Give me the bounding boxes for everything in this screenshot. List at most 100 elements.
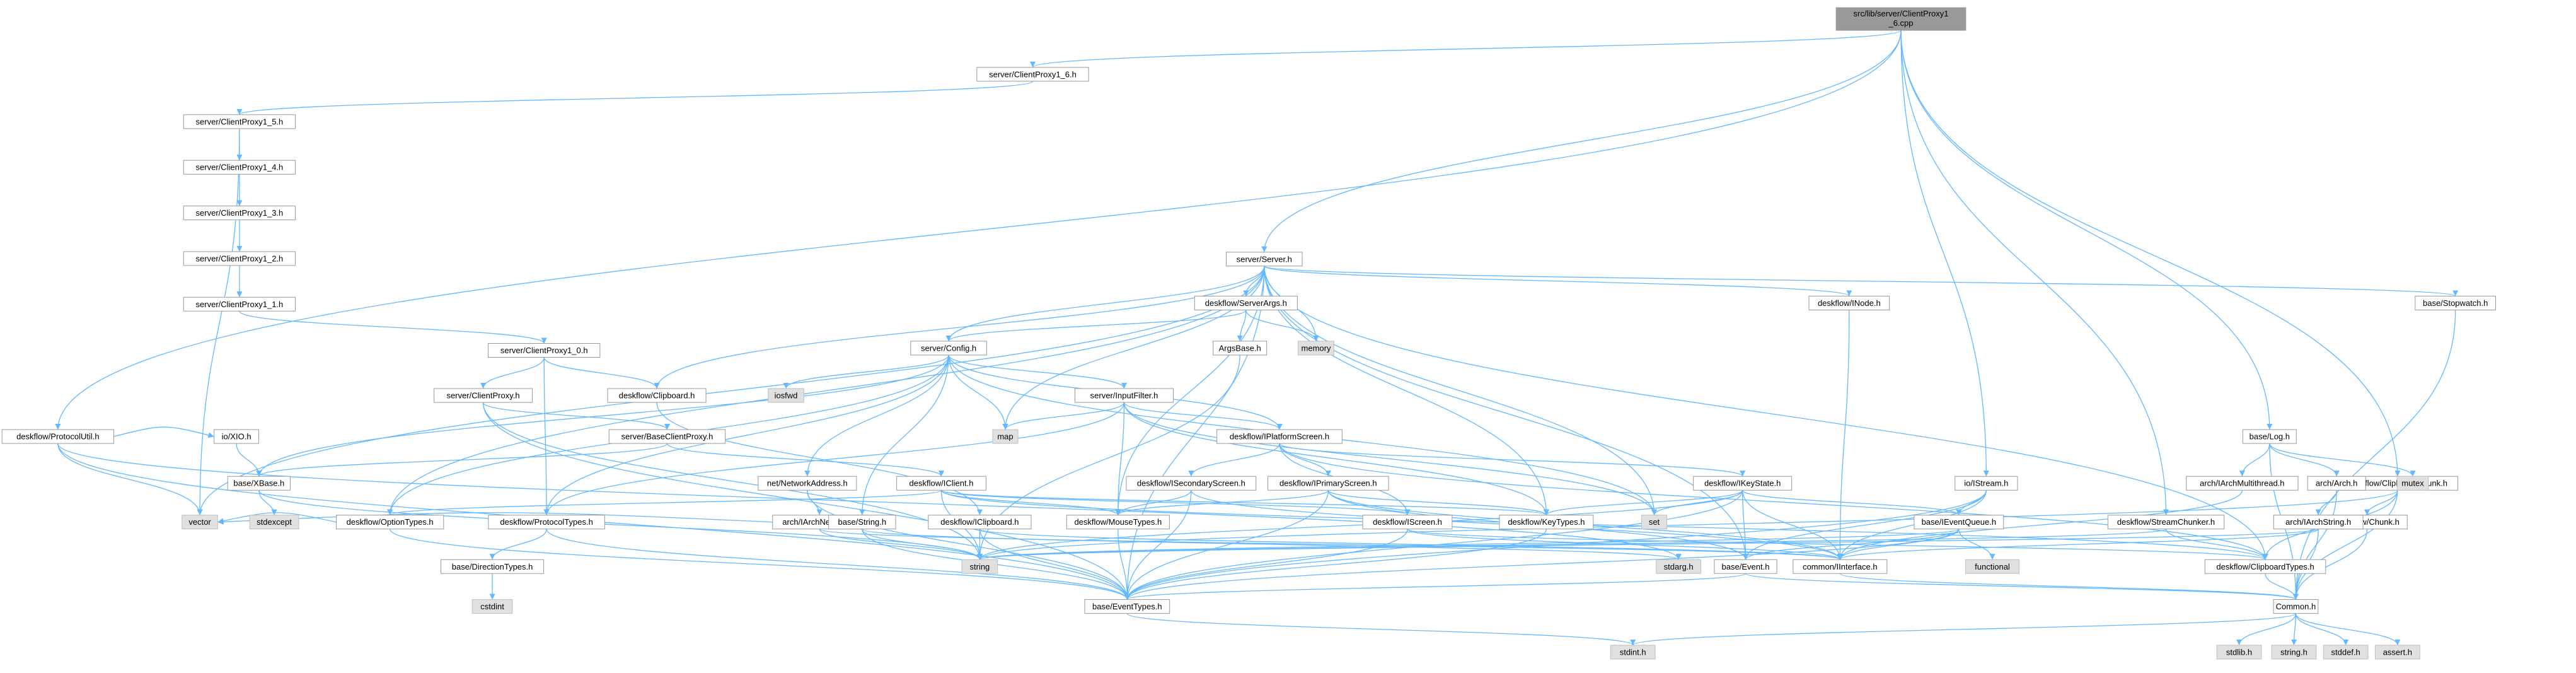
node-box	[471, 599, 513, 614]
node-cp15h[interactable]: server/ClientProxy1_5.h	[183, 114, 296, 129]
node-stdlib: stdlib.h	[2216, 645, 2262, 660]
edge-clipchunk-to-chunkh	[2364, 490, 2398, 515]
node-label: common/IInterface.h	[1803, 562, 1878, 571]
node-configh[interactable]: server/Config.h	[910, 341, 987, 356]
node-box	[2204, 559, 2326, 574]
node-root[interactable]: src/lib/server/ClientProxy1_6.cpp	[1835, 7, 1967, 31]
node-mousetypes[interactable]: deskflow/MouseTypes.h	[1066, 515, 1170, 530]
edge-cph-to-string	[482, 402, 983, 560]
edge-configh-to-protocoltypes	[543, 354, 949, 515]
node-label: assert.h	[2383, 647, 2412, 657]
edge-iclipboard-to-eventtypes	[979, 529, 1130, 600]
edge-configh-to-iosfwd	[783, 354, 949, 389]
node-box	[1298, 341, 1334, 356]
node-isecondary[interactable]: deskflow/ISecondaryScreen.h	[1126, 476, 1257, 491]
node-archh[interactable]: arch/Arch.h	[2307, 476, 2366, 491]
edge-clipboardh-to-iclipboard	[656, 402, 983, 515]
node-stdargh: stdarg.h	[1656, 559, 1702, 574]
node-cp14h[interactable]: server/ClientProxy1_4.h	[183, 160, 296, 175]
node-label: mutex	[2401, 479, 2424, 488]
node-archmt[interactable]: arch/IArchMultithread.h	[2186, 476, 2299, 491]
edge-root-to-serverh	[1261, 30, 1902, 252]
node-optiontypes[interactable]: deskflow/OptionTypes.h	[336, 515, 444, 530]
node-keytypes[interactable]: deskflow/KeyTypes.h	[1499, 515, 1594, 530]
node-cp10h[interactable]: server/ClientProxy1_0.h	[488, 343, 601, 358]
edge-ikeystate-to-commoniface	[1742, 490, 1843, 560]
edge-inputfilter-to-protocoltypes	[543, 402, 1125, 515]
node-cp16h[interactable]: server/ClientProxy1_6.h	[976, 67, 1089, 82]
node-xbase[interactable]: base/XBase.h	[227, 476, 291, 491]
node-label: stdarg.h	[1664, 562, 1694, 571]
node-iclient[interactable]: deskflow/IClient.h	[896, 476, 986, 491]
edge-serverh-to-serverargs	[1243, 266, 1265, 296]
node-stopwatch[interactable]: base/Stopwatch.h	[2415, 295, 2496, 310]
node-protocoltypes[interactable]: deskflow/ProtocolTypes.h	[488, 515, 605, 530]
node-cp11h[interactable]: server/ClientProxy1_1.h	[183, 296, 296, 312]
edge-commonh-to-stddef	[2295, 613, 2349, 646]
node-basestring[interactable]: base/String.h	[828, 515, 896, 530]
node-functional: functional	[1965, 559, 2019, 574]
node-box	[183, 251, 296, 266]
node-iplatform[interactable]: deskflow/IPlatformScreen.h	[1216, 429, 1343, 444]
node-cp13h[interactable]: server/ClientProxy1_3.h	[183, 206, 296, 221]
edge-clipchunk-to-string	[977, 489, 2398, 560]
node-eventtypes[interactable]: base/EventTypes.h	[1084, 599, 1170, 614]
node-box	[2216, 645, 2262, 660]
node-iclipboard[interactable]: deskflow/IClipboard.h	[928, 515, 1032, 530]
edge-serverh-to-cliptypes	[1264, 266, 2268, 560]
node-commoniface[interactable]: common/IInterface.h	[1793, 559, 1888, 574]
edge-commoniface-to-commonh	[1839, 573, 2299, 600]
edge-optiontypes-to-vector	[217, 512, 337, 524]
edge-ikeystate-to-ieventqueue	[1742, 489, 1962, 516]
node-cliptypes[interactable]: deskflow/ClipboardTypes.h	[2204, 559, 2326, 574]
node-ioxioh[interactable]: io/XIO.h	[214, 429, 259, 444]
node-directiontypes[interactable]: base/DirectionTypes.h	[441, 559, 545, 574]
node-label: server/ClientProxy1_1.h	[196, 300, 284, 309]
node-box	[441, 559, 545, 574]
node-netaddr[interactable]: net/NetworkAddress.h	[758, 476, 857, 491]
node-iostream[interactable]: io/IStream.h	[1955, 476, 2018, 491]
edge-eventh-to-commonh	[1745, 573, 2299, 600]
edge-optiontypes-to-eventtypes	[390, 529, 1130, 600]
node-box	[1194, 295, 1298, 310]
node-label: deskflow/ClipboardTypes.h	[2216, 562, 2314, 571]
node-bcph[interactable]: server/BaseClientProxy.h	[608, 429, 726, 444]
node-inode[interactable]: deskflow/INode.h	[1808, 295, 1890, 310]
node-iscreen[interactable]: deskflow/IScreen.h	[1362, 515, 1453, 530]
node-stdexcept: stdexcept	[249, 515, 299, 530]
edge-serverh-to-configh	[945, 266, 1265, 341]
edge-logh-to-archmt	[2239, 443, 2270, 477]
node-box	[1610, 645, 1656, 660]
node-label: deskflow/INode.h	[1818, 298, 1881, 308]
edge-protocolutil-to-vector	[57, 443, 203, 515]
node-protocolutil[interactable]: deskflow/ProtocolUtil.h	[1, 429, 114, 444]
node-ikeystate[interactable]: deskflow/IKeyState.h	[1693, 476, 1793, 491]
node-serverh[interactable]: server/Server.h	[1226, 252, 1303, 267]
node-label: arch/IArchString.h	[2285, 517, 2351, 527]
node-ieventqueue[interactable]: base/IEventQueue.h	[1914, 515, 2004, 530]
node-inputfilter[interactable]: server/InputFilter.h	[1075, 388, 1174, 403]
node-clipboardh[interactable]: deskflow/Clipboard.h	[607, 388, 707, 403]
node-eventh[interactable]: base/Event.h	[1714, 559, 1777, 574]
node-serverargs[interactable]: deskflow/ServerArgs.h	[1194, 295, 1298, 310]
node-label: server/InputFilter.h	[1090, 390, 1158, 400]
node-archstring[interactable]: arch/IArchString.h	[2273, 515, 2364, 530]
node-box	[1714, 559, 1777, 574]
node-iprimary[interactable]: deskflow/IPrimaryScreen.h	[1268, 476, 1389, 491]
edge-ieventqueue-to-functional	[1958, 529, 1996, 560]
node-commonh[interactable]: Common.h	[2273, 599, 2319, 614]
edge-archh-to-archstring	[2315, 490, 2337, 515]
node-label: string	[970, 562, 990, 571]
node-label: functional	[1975, 562, 2010, 571]
node-box	[1066, 515, 1170, 530]
node-argsbase[interactable]: ArgsBase.h	[1213, 341, 1268, 356]
node-logh[interactable]: base/Log.h	[2242, 429, 2297, 444]
node-box	[336, 515, 444, 530]
node-cph[interactable]: server/ClientProxy.h	[434, 388, 533, 403]
node-label: base/Event.h	[1722, 562, 1770, 571]
node-box	[768, 388, 804, 403]
node-streamchunker[interactable]: deskflow/StreamChunker.h	[2107, 515, 2225, 530]
node-cp12h[interactable]: server/ClientProxy1_2.h	[183, 251, 296, 266]
node-label: deskflow/OptionTypes.h	[347, 517, 434, 527]
node-box	[488, 343, 601, 358]
